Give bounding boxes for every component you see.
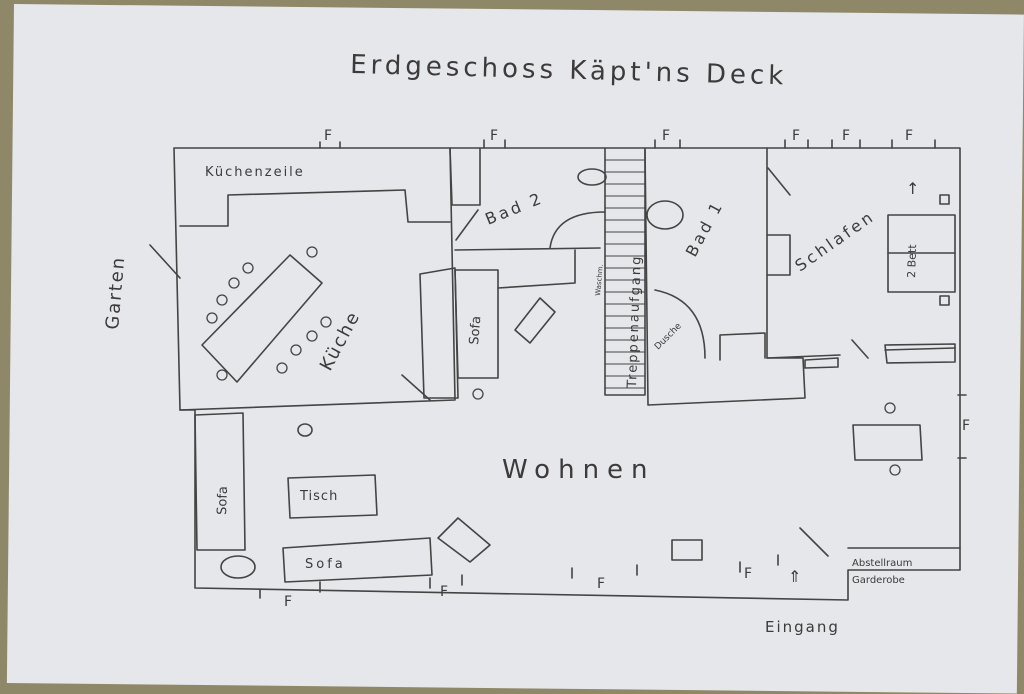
furniture-label-sofa-left: Sofa <box>215 486 231 515</box>
window-mark: F <box>440 584 448 600</box>
wohnen-table <box>852 424 923 461</box>
kitchen-wall <box>179 147 456 411</box>
furniture-label-sofa-kitchen: Sofa <box>467 315 484 345</box>
bad2-shower <box>549 211 606 249</box>
bad1-wall <box>644 147 806 406</box>
window-mark: F <box>962 418 970 434</box>
sofa-bottom <box>282 537 433 583</box>
tisch <box>287 474 378 519</box>
room-label-abstellraum: Abstellraum <box>852 558 912 569</box>
window-mark: F <box>744 566 752 582</box>
window-mark: F <box>284 594 292 610</box>
sofa-left <box>194 412 246 551</box>
window-mark: F <box>842 128 850 144</box>
window-mark: F <box>792 128 800 144</box>
window-marks: F F F F F F F F F F F <box>284 128 970 610</box>
furniture-label-dusche: Dusche <box>653 321 684 352</box>
staircase-outline <box>604 147 646 396</box>
window-mark: F <box>905 128 913 144</box>
entrance-arrow-icon: ⇑ <box>788 567 801 586</box>
bad2-lower-wall <box>454 247 601 251</box>
kitchen-counter <box>179 189 451 227</box>
furniture-label-sofa-bottom: Sofa <box>305 557 346 572</box>
bett <box>887 214 956 293</box>
plan-title: Erdgeschoss Käpt'ns Deck <box>350 50 788 91</box>
room-label-schlafen: Schlafen <box>791 206 878 275</box>
room-label-wohnen: Wohnen <box>502 455 656 485</box>
window-mark: F <box>662 128 670 144</box>
outside-label-eingang: Eingang <box>765 618 840 636</box>
furniture-label-bett: 2 Bett <box>905 244 919 279</box>
staircase-treads <box>605 159 645 389</box>
kitchen-table <box>201 254 323 383</box>
room-label-kuechenzeile: Küchenzeile <box>205 165 305 180</box>
room-label-bad1: Bad 1 <box>682 197 728 260</box>
bedroom-arrow-icon: ↑ <box>906 179 919 198</box>
outside-label-garten: Garten <box>102 255 129 330</box>
window-mark: F <box>324 128 332 144</box>
window-mark: F <box>490 128 498 144</box>
room-label-garderobe: Garderobe <box>852 575 905 586</box>
outer-wall <box>173 147 961 601</box>
schlafen-wall <box>766 347 956 359</box>
room-label-treppenaufgang: Treppenaufgang <box>625 254 645 389</box>
furniture-label-waschm: Waschm. <box>594 264 605 296</box>
room-label-bad2: Bad 2 <box>482 188 546 229</box>
window-mark: F <box>597 576 605 592</box>
bad2-wall <box>449 147 481 206</box>
furniture-label-tisch: Tisch <box>299 489 338 504</box>
